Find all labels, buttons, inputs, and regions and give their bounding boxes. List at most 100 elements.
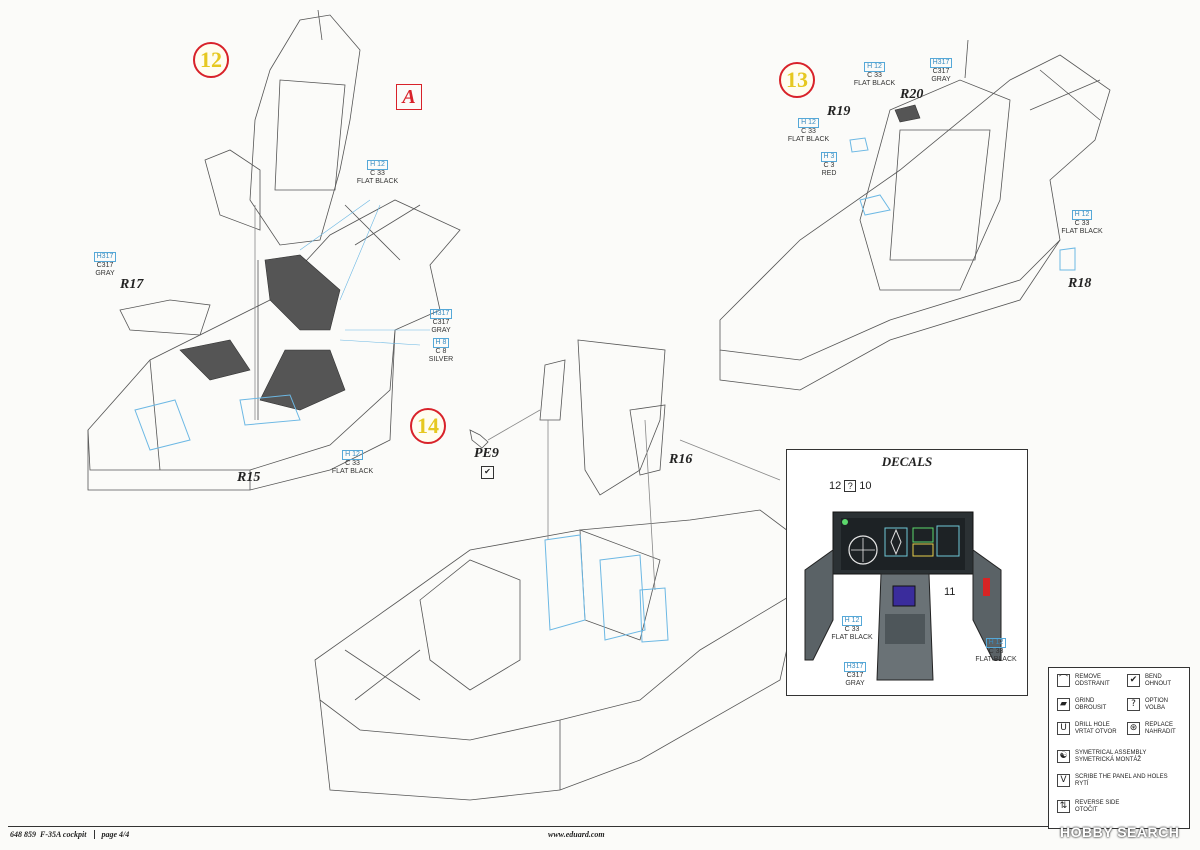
legend-label-cz: OTOČIT [1075, 807, 1098, 813]
paint-callout: H 12 C 33 FLAT BLACK [852, 62, 897, 88]
paint-color-name: SILVER [428, 356, 454, 363]
decal-number-12: 12 [829, 480, 842, 492]
step-14-marker: 14 [410, 408, 446, 444]
replace-icon: ⊛ [1127, 722, 1140, 735]
legend-label: REMOVE [1075, 674, 1102, 680]
paint-color-name: FLAT BLACK [831, 634, 873, 641]
legend-label-cz: VRTAT OTVOR [1075, 729, 1117, 735]
paint-code: H 12 [841, 616, 863, 626]
watermark: HOBBY SEARCH [1060, 824, 1180, 840]
paint-color-name: FLAT BLACK [853, 80, 896, 87]
footer-info: 648 859 F-35A cockpit page 4/4 [10, 830, 130, 839]
paint-color-name: FLAT BLACK [331, 468, 374, 475]
paint-color-name: RED [821, 170, 837, 177]
paint-color-name: FLAT BLACK [1061, 228, 1103, 235]
instrument-panel-decal [804, 511, 1002, 681]
option-icon: ? [1127, 698, 1140, 711]
legend-label: GRIND [1075, 698, 1095, 704]
decal-number-row: 12 ? 10 [829, 480, 872, 492]
footer-url: www.eduard.com [548, 830, 605, 839]
drill-hole-icon: U [1057, 722, 1070, 735]
legend-label: REPLACE [1145, 722, 1174, 728]
paint-code: H317 [429, 309, 453, 319]
step-13-marker: 13 [779, 62, 815, 98]
paint-code: H 3 [820, 152, 838, 162]
part-label-pe9: PE9 [474, 446, 499, 461]
paint-color-code: C 33 [370, 170, 385, 177]
legend-label-cz: SYMETRICKÁ MONTÁŽ [1075, 757, 1142, 763]
part-label-r18: R18 [1068, 276, 1092, 291]
legend-label: BEND [1145, 674, 1162, 680]
paint-color-code: C317 [96, 262, 114, 269]
section-letter: A [402, 85, 416, 108]
paint-color-name: GRAY [95, 270, 115, 277]
page-number: page 4/4 [94, 830, 130, 839]
paint-callout: H317 C317 GRAY [90, 252, 120, 278]
footer-rule [8, 826, 1048, 827]
paint-color-code: C 33 [801, 128, 816, 135]
paint-callout: H 12 C 33 FLAT BLACK [786, 118, 831, 144]
decal-number-11: 11 [944, 586, 956, 598]
paint-callout: H 12 C 33 FLAT BLACK [972, 638, 1020, 664]
decals-title: DECALS [881, 454, 933, 469]
part-label-r15: R15 [237, 470, 261, 485]
paint-code: H 12 [798, 118, 819, 128]
paint-color-code: C 8 [435, 348, 447, 355]
paint-code: H317 [93, 252, 117, 262]
legend-label: SYMETRICAL ASSEMBLY [1075, 750, 1147, 756]
paint-color-code: C 3 [823, 162, 835, 169]
legend-label-cz: RYTÍ [1075, 781, 1089, 787]
paint-color-code: C 33 [988, 648, 1004, 655]
paint-callout: H 12 C 33 FLAT BLACK [829, 616, 875, 642]
legend-label-cz: ODSTRANIT [1075, 681, 1110, 687]
paint-callout: H 12 C 33 FLAT BLACK [1058, 210, 1106, 236]
step-12-marker: 12 [193, 42, 229, 78]
paint-color-code: C317 [432, 319, 450, 326]
remove-icon: ⌒ [1057, 674, 1070, 687]
kit-code: 648 859 [10, 830, 36, 839]
paint-color-code: C317 [846, 672, 864, 679]
paint-callout: H317 C317 GRAY [839, 662, 871, 688]
decals-panel: DECALS 12 ? 10 11 H 12 C 33 FLAT BLACK H… [786, 449, 1028, 696]
step-number: 14 [417, 413, 439, 438]
paint-callout: H317 C317 GRAY [424, 309, 458, 335]
legend-label: OPTION [1145, 698, 1169, 704]
paint-color-code: C317 [932, 68, 950, 75]
paint-color-name: FLAT BLACK [356, 178, 399, 185]
kit-title: F-35A cockpit [40, 830, 87, 839]
legend-label: REVERSE SIDE [1075, 800, 1120, 806]
symmetrical-icon: ☯ [1057, 750, 1070, 763]
paint-color-name: GRAY [845, 680, 865, 687]
option-icon: ? [844, 480, 857, 492]
step-number: 13 [786, 67, 808, 92]
paint-callout: H 3 C 3 RED [815, 152, 843, 178]
legend-label-cz: NAHRADIT [1145, 729, 1176, 735]
paint-code: H317 [843, 662, 867, 672]
paint-callout: H 12 C 33 FLAT BLACK [330, 450, 375, 476]
paint-color-code: C 33 [844, 626, 860, 633]
legend-label: DRILL HOLE [1075, 722, 1110, 728]
grind-icon: ▰ [1057, 698, 1070, 711]
paint-code: H317 [929, 58, 953, 68]
bend-icon: ✔ [481, 466, 494, 479]
part-label-r19: R19 [827, 104, 851, 119]
paint-color-name: FLAT BLACK [787, 136, 830, 143]
section-a-marker: A [396, 84, 422, 110]
paint-code: H 12 [985, 638, 1007, 648]
legend-label-cz: VOLBA [1145, 705, 1166, 711]
paint-code: H 12 [1071, 210, 1093, 220]
legend-label-cz: OBROUSIT [1075, 705, 1107, 711]
scribe-icon: V [1057, 774, 1070, 787]
part-label-r16: R16 [669, 452, 693, 467]
paint-code: H 12 [342, 450, 363, 460]
step-number: 12 [200, 47, 222, 72]
